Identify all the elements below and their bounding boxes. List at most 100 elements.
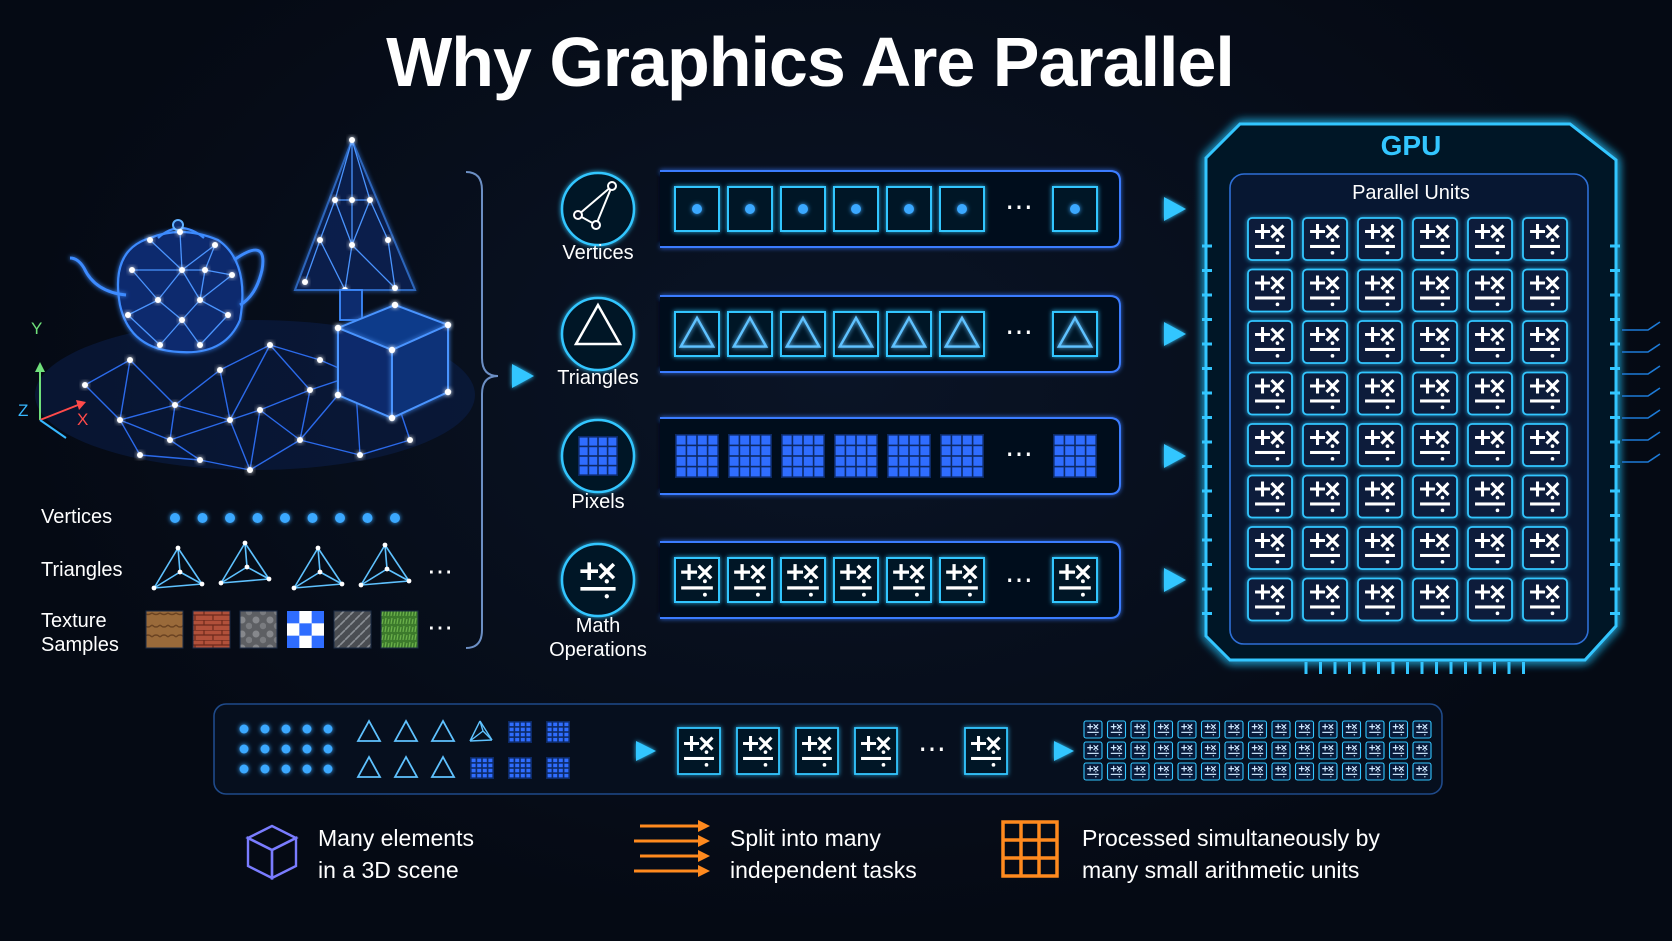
times-symbol xyxy=(1281,744,1287,751)
tiny-unit-box xyxy=(1412,741,1432,760)
plus-symbol xyxy=(1416,723,1422,730)
mesh-vertex xyxy=(407,437,413,443)
tree-edge xyxy=(351,139,371,201)
pipeline-tiny-unit xyxy=(1106,741,1127,760)
pipeline-vertex-dot xyxy=(323,744,333,754)
plus-symbol xyxy=(1322,744,1328,751)
pipeline-math-box-frame xyxy=(736,727,780,775)
pixel-cell xyxy=(740,435,750,445)
wood-texture xyxy=(145,610,184,649)
mesh-edge xyxy=(249,439,301,471)
pixel-cell xyxy=(761,435,771,445)
triangle-vertex xyxy=(266,576,272,582)
gpu-unit xyxy=(1467,217,1513,261)
pixel-cell xyxy=(488,773,493,778)
times-symbol xyxy=(1140,744,1146,751)
scene-texture-label-line1: Texture xyxy=(41,610,107,632)
math-glyph xyxy=(1475,430,1505,461)
times-symbol xyxy=(1304,765,1311,772)
gpu-unit-box xyxy=(1412,474,1458,519)
pixel-cell xyxy=(515,773,520,778)
divide-dot xyxy=(1495,405,1500,410)
vertex-dot xyxy=(197,513,208,523)
math-glyph xyxy=(1365,584,1395,616)
pixel-cell xyxy=(920,435,930,445)
times-symbol xyxy=(1545,584,1560,600)
gpu-unit-box xyxy=(1357,474,1403,519)
math-glyph xyxy=(734,564,766,597)
pipeline-vertex-dot xyxy=(323,724,333,734)
pipeline-tiny-unit xyxy=(1294,762,1315,781)
plus-symbol xyxy=(1420,481,1435,497)
divide-dot xyxy=(822,750,827,754)
divide-dot xyxy=(1495,598,1500,603)
tiny-unit-box xyxy=(1318,741,1338,760)
plus-symbol xyxy=(1420,327,1435,342)
tiny-unit-box xyxy=(1412,762,1432,781)
pixel-cell xyxy=(564,727,569,732)
math-glyph xyxy=(1322,765,1334,778)
times-symbol xyxy=(1398,765,1405,772)
divide-dot xyxy=(1275,341,1280,345)
plus-symbol xyxy=(1087,723,1093,730)
triangle-glyph xyxy=(731,315,769,348)
plus-symbol xyxy=(1275,723,1281,730)
gpu-unit-box xyxy=(1412,217,1458,261)
divide-dot xyxy=(1118,771,1121,773)
plus-symbol xyxy=(1310,378,1325,394)
pixel-cell xyxy=(1054,467,1064,477)
pixel-cell xyxy=(740,446,750,456)
pixel-cell xyxy=(526,727,531,732)
times-symbol xyxy=(803,564,819,580)
tree-edge xyxy=(387,239,396,289)
teapot-vertex xyxy=(177,229,183,235)
teapot-spout xyxy=(69,256,127,297)
tiny-unit-box xyxy=(1153,741,1174,760)
pipeline-math-box-frame xyxy=(795,727,839,775)
pixel-cell xyxy=(482,758,487,763)
page-title: Why Graphics Are Parallel xyxy=(386,23,1235,101)
pixel-cell xyxy=(814,467,824,477)
divide-dot xyxy=(1095,755,1097,757)
math-glyph xyxy=(1157,723,1170,736)
tiny-unit-box xyxy=(1083,741,1103,760)
times-symbol xyxy=(1325,481,1340,497)
vertex-dot xyxy=(692,204,702,214)
divide-dot xyxy=(1330,729,1332,731)
times-symbol xyxy=(1304,744,1311,751)
math-glyph xyxy=(1251,765,1264,778)
teapot-edge xyxy=(199,299,229,316)
axis-x-line xyxy=(39,404,79,421)
math-glyph xyxy=(1275,765,1287,778)
cube-icon xyxy=(245,824,299,880)
plus-symbol xyxy=(681,564,697,580)
plus-symbol xyxy=(1475,275,1490,291)
pixel-block xyxy=(834,434,878,478)
pixel-cell xyxy=(846,467,856,477)
gpu-unit-box xyxy=(1467,371,1513,416)
pixel-block xyxy=(781,434,825,478)
pixel-cell xyxy=(488,758,493,763)
teapot-edge xyxy=(181,299,201,321)
times-symbol xyxy=(1545,275,1560,291)
divide-dot xyxy=(1550,289,1555,294)
divide-dot xyxy=(1550,302,1555,307)
divide-dot xyxy=(1550,251,1555,255)
pixel-cell xyxy=(803,456,813,466)
pixel-cell xyxy=(547,732,552,737)
pixel-cell xyxy=(564,737,569,742)
pixel-cell xyxy=(1075,435,1085,445)
divide-dot xyxy=(914,579,919,584)
pixel-cell xyxy=(509,737,514,742)
divide-dot xyxy=(1330,405,1335,410)
times-symbol xyxy=(1380,327,1395,342)
teapot-vertex xyxy=(179,267,185,273)
cube-vertex xyxy=(388,346,396,354)
divide-dot xyxy=(1095,776,1097,778)
math-glyph xyxy=(1255,430,1285,461)
plus-symbol xyxy=(1392,744,1399,751)
mesh-edge xyxy=(139,454,201,461)
pixel-cell xyxy=(687,446,697,456)
divide-dot xyxy=(1283,755,1285,757)
